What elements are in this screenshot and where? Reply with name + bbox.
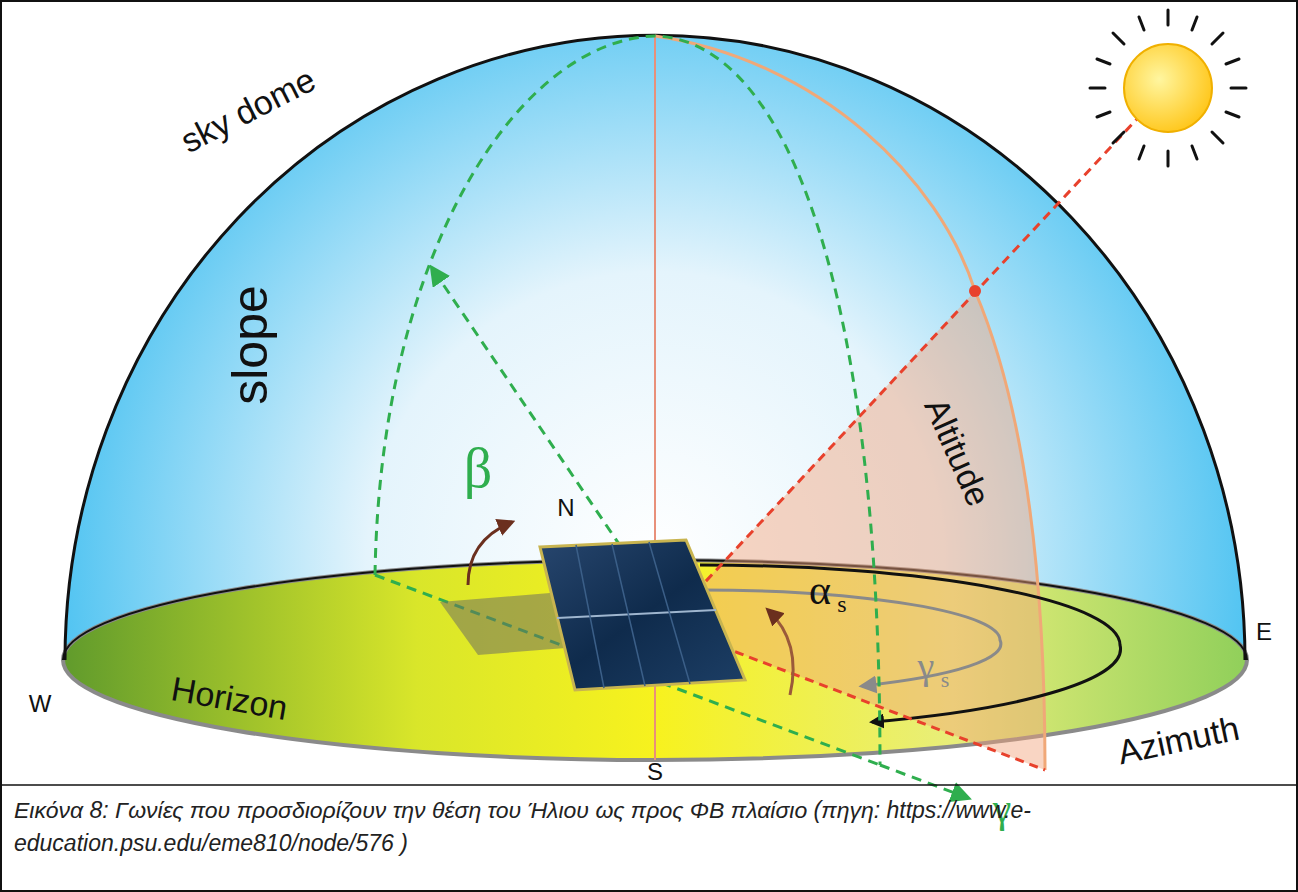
slope-label: slope [225,285,275,405]
compass-letter: W [29,692,52,716]
angle-subscript: s [837,592,846,616]
compass-letter: N [557,496,574,520]
angle-subscript: s [941,669,950,691]
figure-caption: Εικόνα 8: Γωνίες που προσδιορίζουν την θ… [14,794,1282,861]
compass-letter: S [647,760,663,784]
compass-letter: E [1256,620,1272,644]
altitude-angle-symbol: α [809,569,831,611]
azimuth-angle-symbol: γ [918,647,935,685]
tilt-angle-symbol: β [464,440,493,496]
